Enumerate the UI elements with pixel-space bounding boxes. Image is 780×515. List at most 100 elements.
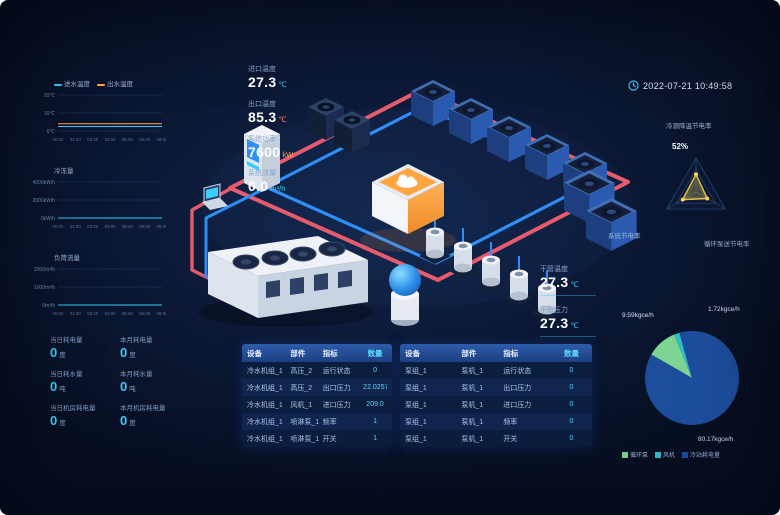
svg-text:20℃: 20℃ [44, 93, 56, 99]
table-header-cell: 数量 [367, 348, 383, 358]
counter-value: 0 [50, 379, 58, 394]
table-header-row: 设备部件指标数量 [242, 344, 392, 362]
table-header-cell: 指标 [503, 348, 519, 358]
metric-outlet-temp: 出口温度 85.3℃ [248, 99, 326, 127]
metric-value: 27.3 [540, 274, 569, 290]
table-cell: 泵组_1 [405, 384, 427, 392]
table-cell: 出口压力 [503, 384, 532, 392]
svg-text:06:40: 06:40 [139, 137, 151, 142]
legend-label: 出水温度 [107, 81, 133, 88]
pie-legend-item: 循环泵 [622, 450, 648, 459]
svg-text:00:00: 00:00 [53, 224, 65, 229]
table-cell: 进口压力 [503, 401, 532, 409]
metric-label: 干管压力 [540, 307, 568, 314]
table-cell: 泵组_1 [405, 435, 427, 443]
metric-label: 系统流量 [248, 170, 276, 177]
metric-value: 85.3 [248, 109, 277, 125]
counter-value: 0 [120, 345, 128, 360]
ahu-fan-icons [232, 241, 346, 270]
counter-unit: 度 [129, 352, 136, 359]
radar-chart [665, 157, 727, 210]
table-cell: 0 [569, 435, 574, 442]
air-handling-unit [198, 236, 374, 327]
counter-unit: 度 [59, 420, 66, 427]
svg-text:02:40: 02:40 [87, 224, 99, 229]
svg-text:08:00: 08:00 [157, 137, 167, 142]
radar-axis-label: 系统节电率 [608, 233, 641, 240]
counter-label: 本月耗水量 [120, 371, 153, 378]
metric-value: 7600 [248, 144, 281, 160]
table-cell: 风机_1 [290, 401, 313, 409]
svg-text:05:20: 05:20 [122, 224, 134, 229]
svg-text:00:00: 00:00 [53, 311, 65, 316]
table-cell: 冷水机组_1 [247, 367, 283, 375]
svg-text:00:00: 00:00 [53, 137, 65, 142]
clock-icon [628, 80, 639, 91]
table-header-cell: 部件 [290, 348, 306, 358]
table-cell: 喷淋泵_1 [290, 418, 320, 426]
laptop [202, 183, 228, 210]
counter-value: 0 [120, 413, 128, 428]
table-cell: 1 [373, 418, 378, 425]
table-cell: 开关 [503, 435, 518, 443]
svg-text:08:00: 08:00 [157, 311, 167, 316]
pie-legend-swatch [655, 452, 662, 458]
counter-label: 当日耗水量 [50, 371, 83, 378]
table-cell: 0 [569, 418, 574, 425]
metric-value: 27.3 [248, 74, 277, 90]
svg-text:04:00: 04:00 [105, 311, 117, 316]
svg-text:01:20: 01:20 [70, 137, 82, 142]
pie-legend-swatch [622, 452, 628, 458]
svg-text:02:40: 02:40 [87, 137, 99, 142]
counter-unit: 度 [129, 420, 136, 427]
counter-unit: 吨 [59, 386, 66, 393]
legend-item: 进水温度 [54, 78, 90, 88]
counter-value: 0 [50, 413, 58, 428]
table-cell: 209.0 [366, 401, 384, 408]
svg-text:06:40: 06:40 [139, 311, 151, 316]
metric-unit: kW [282, 150, 294, 159]
svg-text:04:00: 04:00 [105, 137, 117, 142]
svg-text:0kW/h: 0kW/h [41, 216, 55, 222]
counter-label: 当日耗电量 [50, 337, 83, 344]
table-header-cell: 部件 [461, 348, 477, 358]
metric-main-pipe-pressure: 干管压力 27.3℃ [540, 305, 596, 337]
svg-text:05:20: 05:20 [122, 311, 134, 316]
table-cell: 高压_2 [290, 367, 313, 375]
counter-value: 0 [120, 379, 128, 394]
svg-text:02:40: 02:40 [87, 311, 99, 316]
svg-text:04:00: 04:00 [105, 224, 117, 229]
table-cell: 冷水机组_1 [247, 384, 283, 392]
cloud-icon [396, 174, 418, 188]
ahu-return-pipe [204, 186, 267, 288]
metric-unit: ℃ [278, 115, 287, 124]
table-cell: 0 [569, 384, 574, 391]
table-cell: 22.0257 [363, 384, 387, 391]
svg-text:2000m³/h: 2000m³/h [34, 267, 55, 273]
pie-slice-label: 80.17kgce/h [698, 436, 734, 443]
expansion-tank [389, 264, 421, 326]
svg-text:4000kW/h: 4000kW/h [32, 180, 55, 186]
table-cell: 泵组_1 [405, 367, 427, 375]
counter-unit: 度 [59, 352, 66, 359]
radar-axis-label: 冷源降温节电率 [666, 123, 712, 130]
metric-label: 出口温度 [248, 101, 276, 108]
pie-slice-label: 9.59kgce/h [622, 312, 654, 319]
metric-unit: ℃ [570, 280, 579, 289]
